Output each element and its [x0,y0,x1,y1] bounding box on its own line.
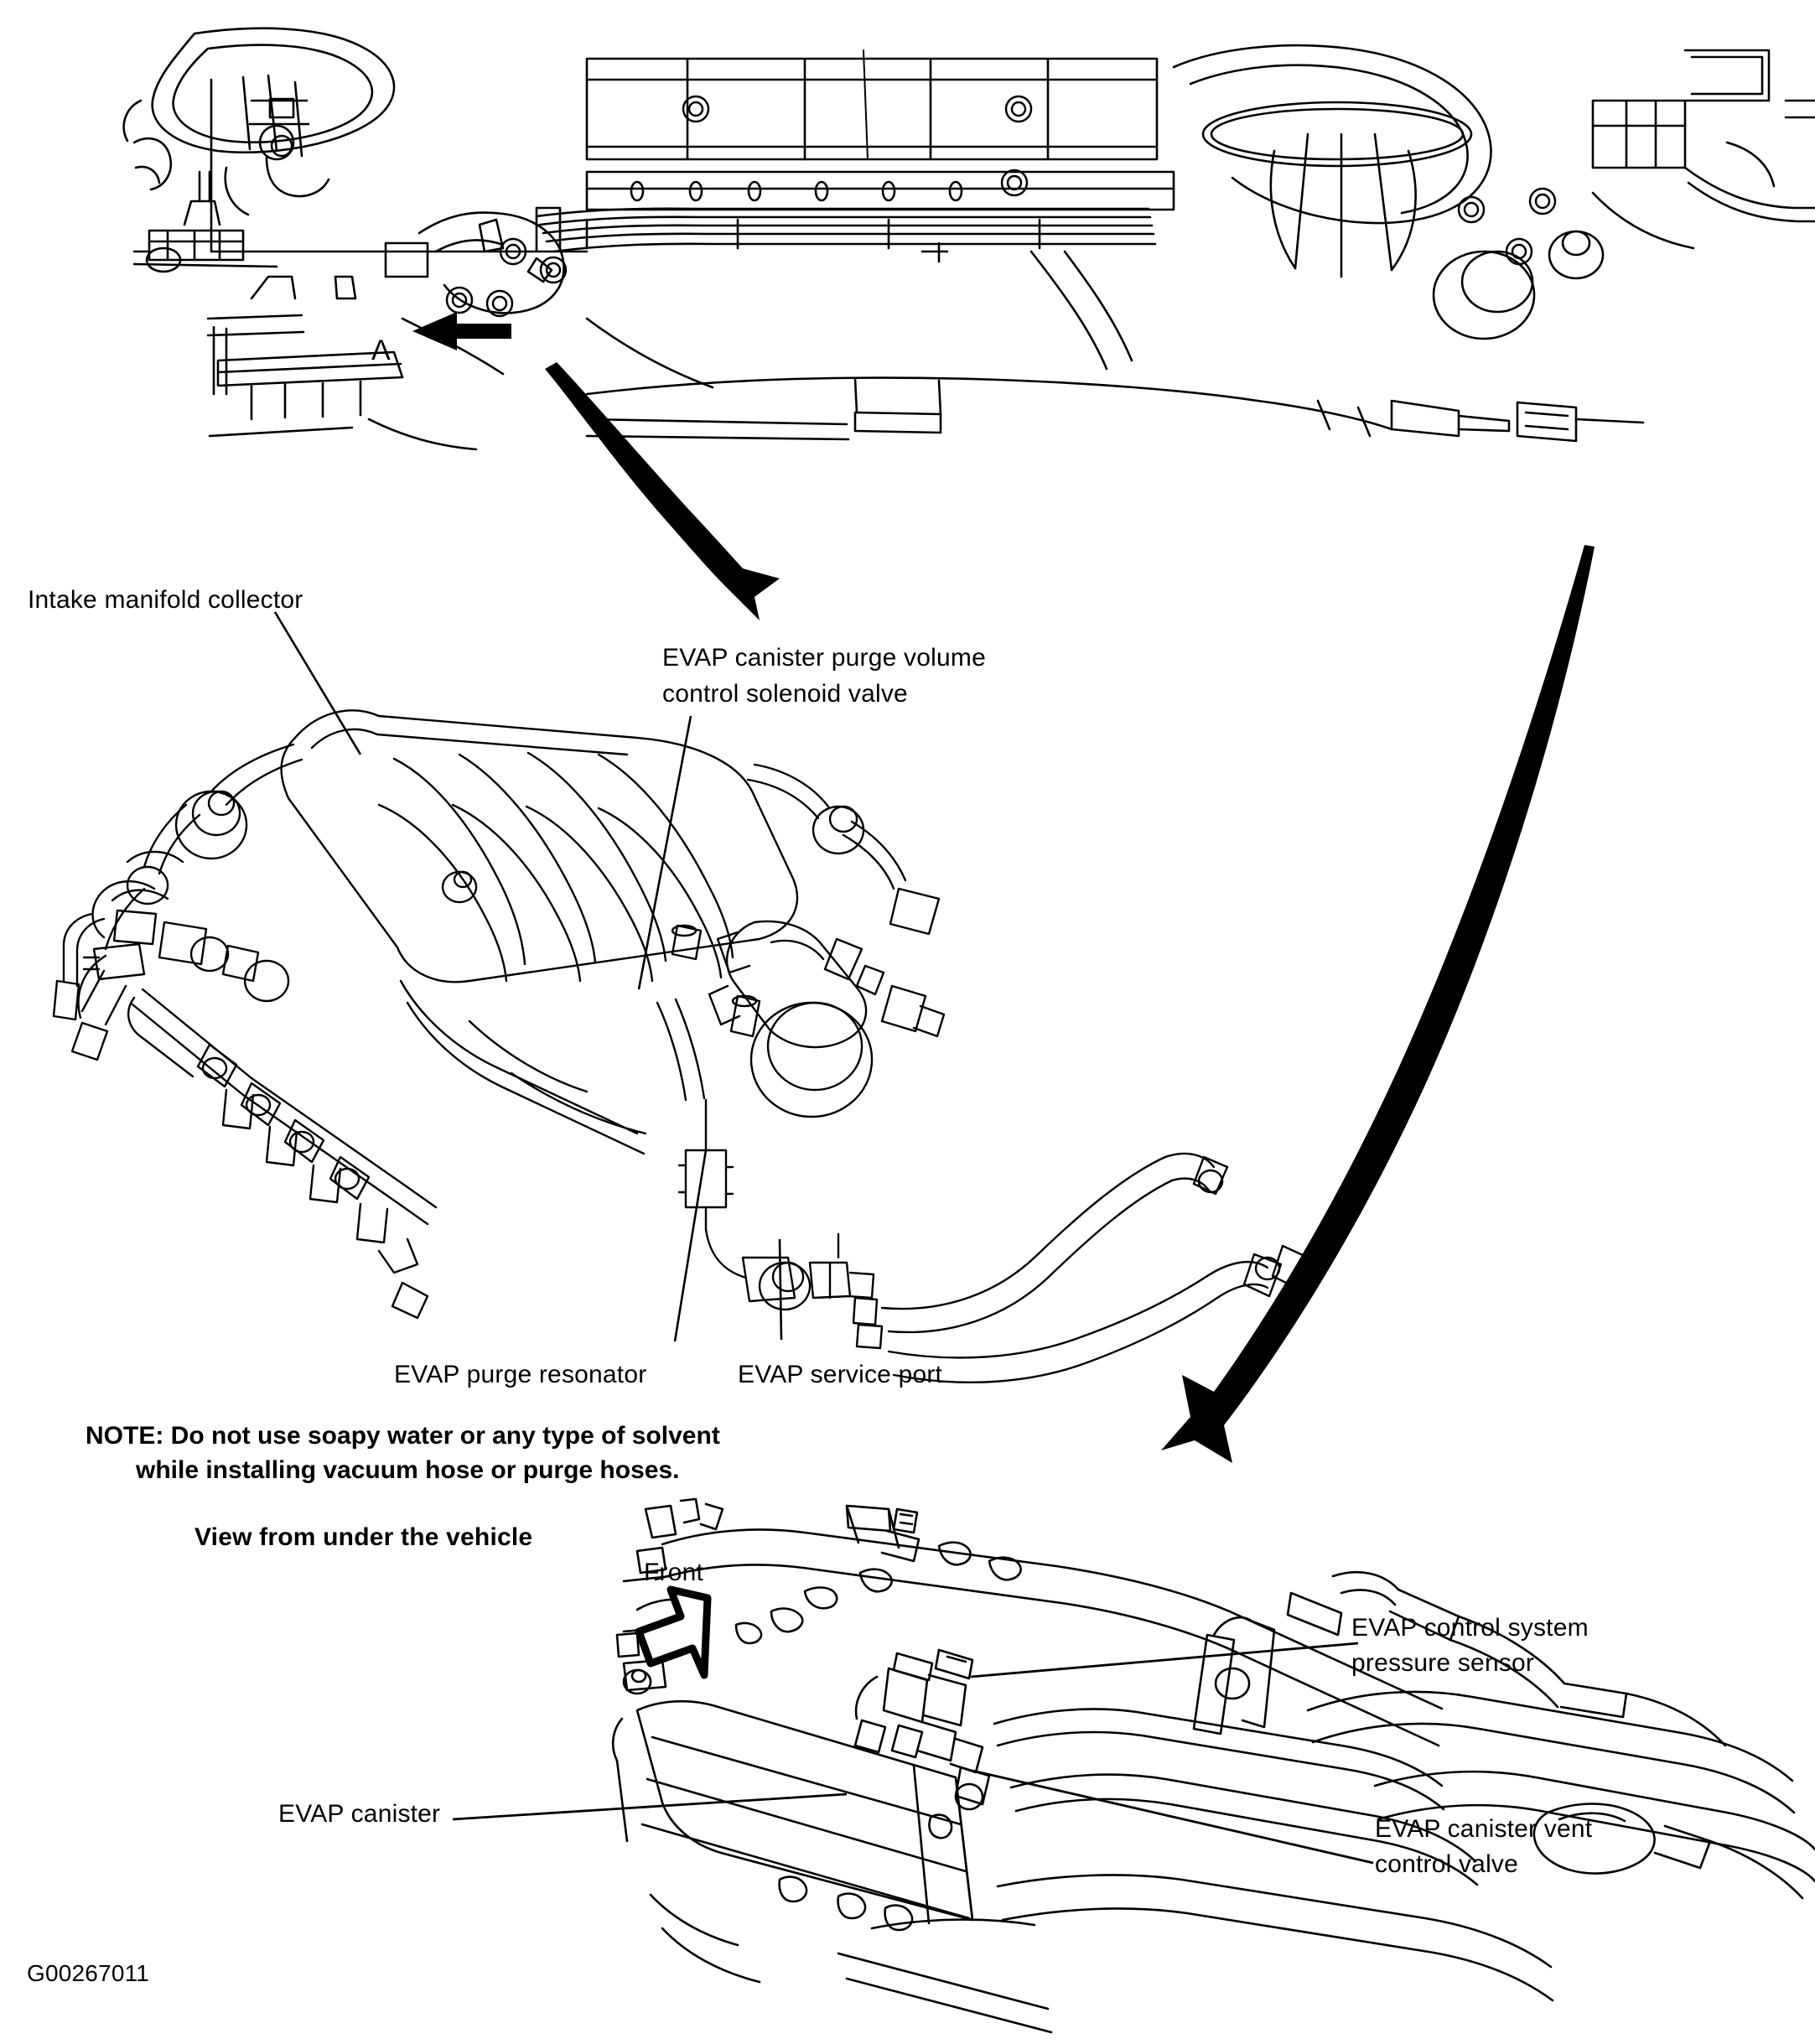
intake-manifold-drawing [52,709,1306,1384]
note-prefix: NOTE: [86,1422,164,1450]
note-line-1: Do not use soapy water or any type of so… [170,1422,720,1450]
label-vent-control-valve-line2: control valve [1375,1850,1519,1878]
middle-view-leader-lines [273,611,783,1342]
under-vehicle-drawing [611,1497,1815,2034]
label-evap-canister: EVAP canister [278,1800,441,1828]
note-block: NOTE: Do not use soapy water or any type… [86,1419,720,1487]
label-pressure-sensor-line1: EVAP control system [1351,1614,1589,1642]
label-purge-volume-valve-line1: EVAP canister purge volume [662,644,986,672]
figure-code: G00267011 [27,1960,150,1986]
label-evap-purge-resonator: EVAP purge resonator [394,1361,647,1388]
label-vent-control-valve-line1: EVAP canister vent [1375,1815,1593,1843]
label-intake-manifold-collector: Intake manifold collector [28,586,303,614]
front-direction-arrow-icon [635,1585,712,1679]
arrow-top-to-middle [545,362,780,620]
note-line-2: while installing vacuum hose or purge ho… [136,1456,680,1484]
label-pressure-sensor-line2: pressure sensor [1351,1649,1535,1677]
callout-letter-a: A [371,335,391,366]
front-direction-label: Front [644,1559,704,1586]
bottom-view-leader-lines [452,1642,1374,1865]
label-purge-volume-valve-line2: control solenoid valve [662,680,908,708]
top-underbody-drawing [122,27,1815,451]
label-evap-service-port: EVAP service port [738,1361,943,1388]
bottom-view-heading: View from under the vehicle [194,1523,533,1551]
callout-a-arrow-icon [412,312,511,350]
arrow-top-to-bottom [1161,545,1595,1463]
